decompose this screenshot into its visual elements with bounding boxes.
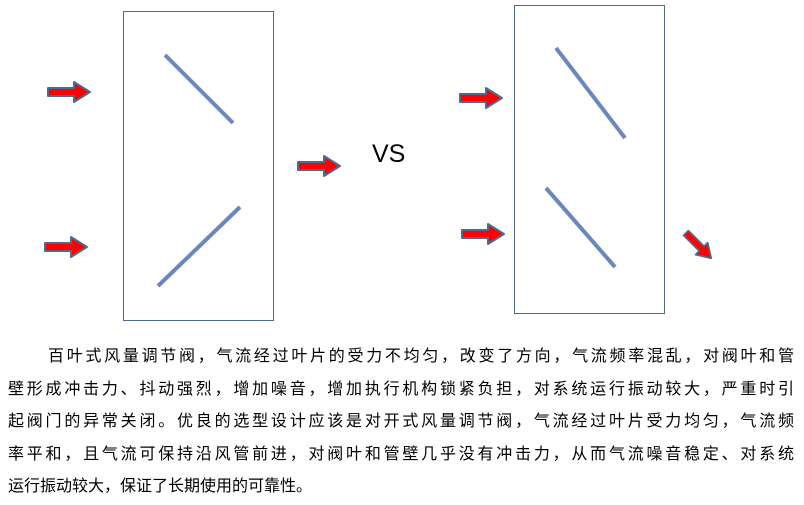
airflow-arrow-icon [461,223,505,245]
paragraph-line: 壁形成冲击力、抖动强烈，增加噪音，增加执行机构锁紧负担，对系统运行振动较大，严重… [8,378,794,398]
airflow-arrow-icon [297,155,341,177]
paragraph-line: 百叶式风量调节阀，气流经过叶片的受力不均匀，改变了方向，气流频率混乱，对阀叶和管 [48,346,794,365]
parallel-damper-box [123,11,274,321]
opposed-damper-box [514,5,665,314]
description-paragraph: 百叶式风量调节阀，气流经过叶片的受力不均匀，改变了方向，气流频率混乱，对阀叶和管… [8,340,794,503]
damper-comparison-diagram [44,5,719,321]
airflow-arrow-icon [459,87,503,109]
vs-label: VS [372,140,406,168]
airflow-arrow-icon [47,81,91,103]
paragraph-line: 率平和，且气流可保持沿风管前进，对阀叶和管壁几乎没有冲击力，从而气流噪音稳定、对… [8,443,794,463]
blade [544,186,617,269]
paragraph-line: 运行振动较大，保证了长期使用的可靠性。 [8,476,313,495]
blade [156,205,242,288]
blade [163,53,235,125]
deflected-airflow-arrow-icon [679,226,719,266]
airflow-arrow-icon [44,236,88,258]
blade [554,46,627,140]
paragraph-line: 起阀门的异常关闭。优良的选型设计应该是对开式风量调节阀，气流经过叶片受力均匀，气… [8,411,794,430]
